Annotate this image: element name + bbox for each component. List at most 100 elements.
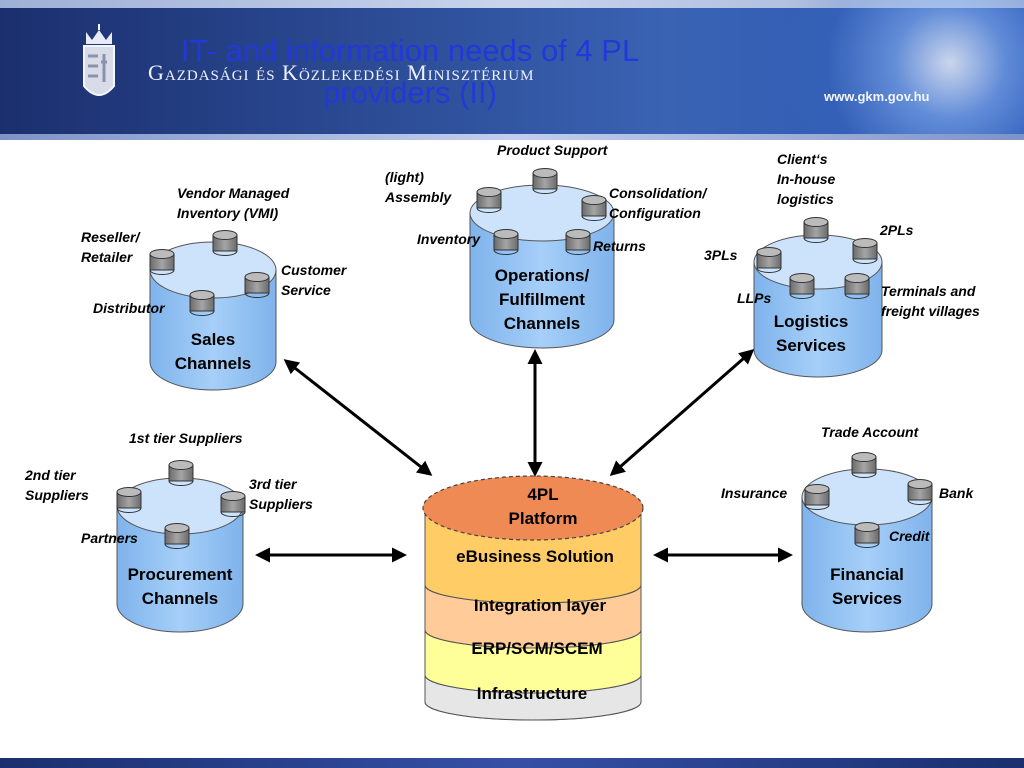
financial-cylinder	[801, 468, 933, 633]
title-line-2: providers (II)	[323, 75, 497, 110]
label-tier1: 1st tier Suppliers	[129, 430, 243, 446]
label-assembly: (light) Assembly	[385, 167, 451, 207]
label-consolidation-line1: Consolidation/	[609, 185, 707, 201]
log-name-line1: Logistics	[773, 312, 849, 331]
operations-label: Operations/ Fulfillment Channels	[495, 264, 589, 336]
label-client-line1: Client‘s	[777, 151, 828, 167]
platform-top-line1: 4PL	[527, 485, 559, 504]
label-tier3: 3rd tier Suppliers	[249, 474, 313, 514]
label-terminals-line1: Terminals and	[881, 283, 976, 299]
proc-node-tier3-icon	[220, 491, 246, 517]
ops-node-consolidation-icon	[581, 195, 607, 221]
platform-top-label: 4PL Platform	[509, 483, 578, 531]
label-tier3-line2: Suppliers	[249, 496, 313, 512]
fin-name-line2: Services	[832, 589, 902, 608]
ops-node-returns-icon	[565, 229, 591, 255]
label-client-line3: logistics	[777, 191, 834, 207]
sales-node-distributor-icon	[189, 290, 215, 316]
label-tier2-line1: 2nd tier	[25, 467, 76, 483]
procurement-cylinder	[116, 477, 244, 633]
logistics-label: Logistics Services	[774, 310, 849, 358]
header-top-band	[0, 0, 1024, 8]
label-consolidation-line2: Configuration	[609, 205, 701, 221]
log-node-terminals-icon	[844, 273, 870, 299]
sales-node-vmi-icon	[212, 230, 238, 256]
log-node-llp-icon	[789, 273, 815, 299]
label-tier2-line2: Suppliers	[25, 487, 89, 503]
label-client-line2: In-house	[777, 171, 836, 187]
label-distributor: Distributor	[93, 300, 165, 316]
platform-top-line2: Platform	[508, 509, 578, 528]
page-title: IT- and information needs of 4 PL provid…	[100, 30, 720, 114]
label-consolidation: Consolidation/ Configuration	[609, 183, 706, 223]
proc-node-tier2-icon	[116, 487, 142, 513]
coat-of-arms-icon	[83, 24, 115, 96]
title-line-1: IT- and information needs of 4 PL	[180, 33, 640, 68]
layer-infrastructure: Infrastructure	[476, 684, 588, 703]
fin-name-line1: Financial	[830, 565, 904, 584]
label-vmi: Vendor Managed Inventory (VMI)	[177, 183, 289, 223]
sales-channels-label: Sales Channels	[175, 328, 252, 376]
footer-band	[0, 758, 1024, 768]
globe-graphic	[740, 0, 1024, 140]
sales-node-reseller-icon	[149, 249, 175, 275]
proc-node-tier1-icon	[168, 460, 194, 486]
log-node-2pl-icon	[852, 238, 878, 264]
header-banner: Gazdasági és Közlekedési Minisztérium ww…	[0, 0, 1024, 140]
label-terminals-line2: freight villages	[881, 303, 980, 319]
label-terminals: Terminals and freight villages	[881, 281, 980, 321]
label-client-inhouse: Client‘s In-house logistics	[777, 149, 835, 209]
label-reseller-line2: Retailer	[81, 249, 133, 265]
log-node-3pl-icon	[756, 247, 782, 273]
label-assembly-line1: (light)	[385, 169, 424, 185]
arrow-sales-platform	[283, 359, 433, 476]
label-bank: Bank	[939, 485, 974, 501]
website-url: www.gkm.gov.hu	[824, 89, 930, 104]
label-reseller: Reseller/ Retailer	[81, 227, 139, 267]
label-reseller-line1: Reseller/	[81, 229, 140, 245]
ops-name-line3: Channels	[503, 314, 581, 333]
financial-label: Financial Services	[830, 563, 904, 611]
ops-name-line2: Fulfillment	[499, 290, 585, 309]
layer-integration: Integration layer	[473, 596, 607, 615]
label-vmi-line1: Vendor Managed	[177, 185, 290, 201]
label-customer-service: Customer Service	[281, 260, 346, 300]
ops-node-assembly-icon	[476, 187, 502, 213]
label-customer-line2: Service	[281, 282, 331, 298]
label-inventory: Inventory	[417, 231, 481, 247]
fin-node-credit-icon	[854, 522, 880, 548]
ops-name-line1: Operations/	[494, 266, 590, 285]
label-trade-account: Trade Account	[821, 424, 919, 440]
proc-name-line2: Channels	[141, 589, 219, 608]
fin-node-trade-icon	[851, 452, 877, 478]
label-assembly-line2: Assembly	[385, 189, 452, 205]
procurement-label: Procurement Channels	[128, 563, 233, 611]
sales-node-customer-icon	[244, 272, 270, 298]
label-tier3-line1: 3rd tier	[249, 476, 297, 492]
proc-name-line1: Procurement	[127, 565, 233, 584]
ministry-name: Gazdasági és Közlekedési Minisztérium	[148, 60, 535, 85]
fin-node-bank-icon	[907, 479, 933, 505]
label-product-support: Product Support	[497, 142, 608, 158]
log-node-inhouse-icon	[803, 217, 829, 243]
label-credit: Credit	[889, 528, 930, 544]
label-tier2: 2nd tier Suppliers	[25, 465, 89, 505]
label-partners: Partners	[81, 530, 138, 546]
layer-erp: ERP/SCM/SCEM	[471, 639, 603, 658]
arrow-logistics-platform	[609, 349, 755, 476]
label-vmi-line2: Inventory (VMI)	[177, 205, 279, 221]
sales-name-line1: Sales	[190, 330, 236, 349]
layer-ebusiness: eBusiness Solution	[456, 547, 614, 566]
log-name-line2: Services	[776, 336, 846, 355]
label-3pls: 3PLs	[704, 247, 738, 263]
fin-node-insurance-icon	[804, 484, 830, 510]
sales-name-line2: Channels	[174, 354, 252, 373]
label-returns: Returns	[593, 238, 646, 254]
label-insurance: Insurance	[721, 485, 788, 501]
ops-node-product-support-icon	[532, 168, 558, 194]
label-llps: LLPs	[737, 290, 772, 306]
proc-node-partners-icon	[164, 523, 190, 549]
label-2pls: 2PLs	[880, 222, 914, 238]
header-bottom-band	[0, 134, 1024, 140]
